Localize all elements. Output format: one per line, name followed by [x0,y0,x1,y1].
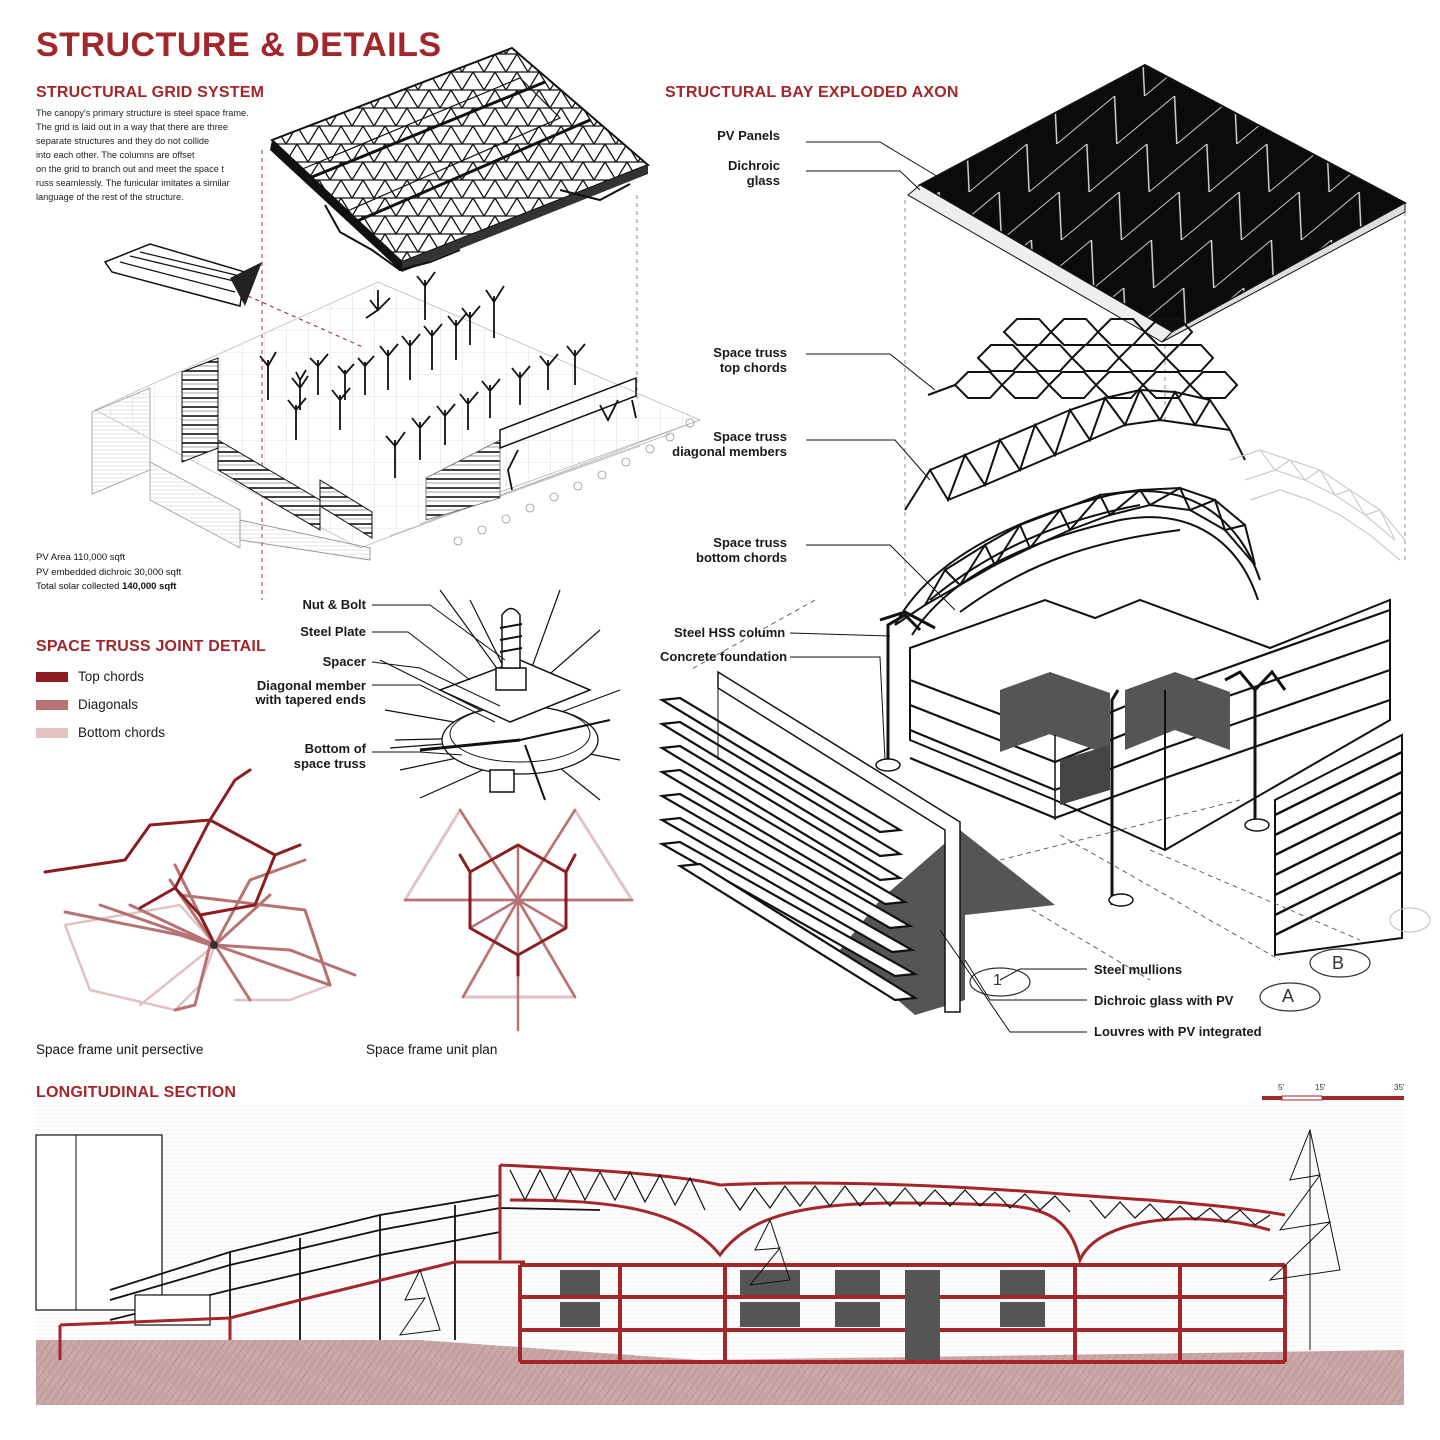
grid-bubble-label-1: 1 [993,972,1002,989]
stat-total-prefix: Total solar collected [36,581,123,592]
label-top-chords-line2: top chords [719,360,787,375]
label-pv-panels: PV Panels [717,128,780,143]
space-frame-perspective [43,768,357,1012]
description-line: language of the rest of the structure. [36,192,184,202]
label-dichroic-line2: glass [746,173,780,188]
legend-top-chords: Top chords [36,669,144,684]
stat-pv-dichroic: PV embedded dichroic 30,000 sqft [36,567,182,578]
axon-leader-lines [789,141,1087,1033]
label-bottom-line1: Bottom of [304,741,366,756]
label-diagonals-line1: Space truss [713,429,787,444]
description-line: russ seamlessly. The funicular imitates … [36,178,230,188]
caption-plan: Space frame unit plan [366,1042,498,1057]
longitudinal-section [35,1095,1404,1405]
label-spacer: Spacer [322,654,366,669]
exploded-axon-heading: STRUCTURAL BAY EXPLODED AXON [665,84,959,101]
label-steel-plate: Steel Plate [300,624,366,639]
label-top-chords-line1: Space truss [713,345,787,360]
label-bottom-line2: space truss [293,756,366,771]
joint-detail-drawing [379,589,621,801]
exploded-axon-drawing [658,63,1431,1015]
pv-panel-layer [917,63,1408,334]
canopy-roof [270,46,650,272]
legend-swatch [36,699,68,710]
grid-bubble-a [1259,982,1321,1012]
label-mullions: Steel mullions [1094,962,1183,977]
label-diagonal-line2: with tapered ends [255,692,366,707]
hex-top-chords [927,318,1239,399]
section-canopy [498,1163,1286,1265]
concrete-foundations [875,758,1270,907]
louvre-panel-right [1274,733,1403,957]
description-line: into each other. The columns are offset [36,150,195,160]
scale-label-35: 35' [1394,1083,1405,1092]
label-diagonals-line2: diagonal members [672,444,787,459]
legend-label: Diagonals [78,697,139,712]
grid-bubble-label-b: B [1332,953,1345,973]
grid-bubble-b [1309,948,1371,978]
louvre-panel-left [658,670,1055,1015]
label-bottom-chords-line2: bottom chords [696,550,787,565]
label-bottom-chords-line1: Space truss [713,535,787,550]
steel-plate [438,659,592,723]
hss-columns [879,610,1287,905]
label-dichroic-line1: Dichroic [727,158,780,173]
page-title: STRUCTURE & DETAILS [36,26,442,64]
grid-bubble-label-a: A [1282,986,1295,1006]
stat-total-solar: Total solar collected 140,000 sqft [36,580,176,594]
grid-markers [453,418,695,546]
section-trees [398,1128,1341,1350]
scale-label-5: 5' [1278,1083,1284,1092]
grid-system-heading: STRUCTURAL GRID SYSTEM [36,84,265,101]
bottom-chords [894,486,1261,636]
label-foundation: Concrete foundation [660,649,788,664]
description-line: on the grid to branch out and meet the s… [36,164,224,174]
joint-detail-heading: SPACE TRUSS JOINT DETAIL [36,638,267,655]
stat-total-value: 140,000 sqft [122,581,177,592]
space-frame-plan [403,808,634,1032]
label-diagonal-line1: Diagonal member [256,678,366,693]
section-slabs [518,1263,1287,1364]
caption-perspective: Space frame unit persective [36,1042,204,1057]
scale-label-15: 15' [1315,1083,1326,1092]
legend-label: Top chords [78,669,145,684]
legend-label: Bottom chords [78,725,166,740]
label-dichroic-pv: Dichroic glass with PV [1094,993,1234,1008]
joint-leader-lines [371,604,506,756]
description-line: The canopy's primary structure is steel … [36,108,249,118]
structural-grid-axon [91,46,702,600]
diagonal-members [904,387,1246,511]
section-heading: LONGITUDINAL SECTION [36,1084,237,1101]
description-line: separate structures and they do not coll… [36,136,210,146]
scale-bar [1262,1095,1404,1101]
tree-columns [259,271,637,491]
label-hss-column: Steel HSS column [674,625,786,640]
nut [495,667,527,691]
legend-swatch [36,671,68,682]
legend-diagonals: Diagonals [36,697,138,712]
funicular-model [103,243,262,307]
legend-swatch [36,727,68,738]
grid-system-description: The canopy's primary structure is steel … [36,106,276,204]
description-line: The grid is laid out in a way that there… [36,122,229,132]
grid-bubble-1 [969,967,1031,997]
grid-bubbles [969,948,1371,1012]
label-nut-bolt: Nut & Bolt [302,597,366,612]
stat-pv-area: PV Area 110,000 sqft [36,552,126,563]
label-louvres: Louvres with PV integrated [1094,1024,1262,1039]
grid-louvre-walls [91,357,637,561]
legend-bottom-chords: Bottom chords [36,725,165,740]
parking-building [909,598,1391,852]
